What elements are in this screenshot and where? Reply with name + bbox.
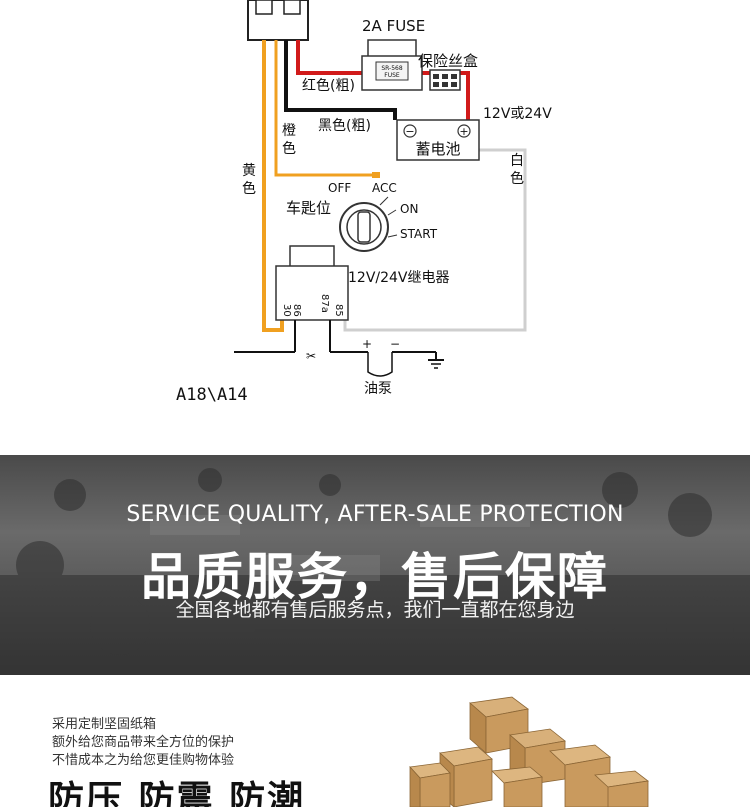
wiring-diagram: SR-568 FUSE 2A FUSE 保险丝盒 红色(粗) 黑色(粗) 橙 色… xyxy=(176,0,553,405)
yellow-wire-label-1: 黄 xyxy=(242,162,256,179)
wiring-diagram-svg: SR-568 FUSE 2A FUSE 保险丝盒 红色(粗) 黑色(粗) 橙 色… xyxy=(176,0,552,405)
relay-pin-30: 30 xyxy=(281,304,292,317)
red-wire-1 xyxy=(296,40,365,75)
black-wire xyxy=(284,40,397,120)
yellow-wire-label-2: 色 xyxy=(242,180,256,197)
service-subtitle: 全国各地都有售后服务点，我们一直都在您身边 xyxy=(175,599,575,621)
red-wire-label: 红色(粗) xyxy=(302,77,355,94)
fuse-rating: 2A FUSE xyxy=(362,17,425,35)
pump-label: 油泵 xyxy=(364,381,392,397)
white-wire xyxy=(343,148,527,332)
battery-voltage: 12V或24V xyxy=(483,106,552,122)
fuse-box xyxy=(429,69,461,91)
battery-neg: − xyxy=(405,125,414,138)
key-start: START xyxy=(400,227,438,241)
service-title-cn: 品质服务，售后保障 xyxy=(141,548,609,606)
black-wire-label: 黑色(粗) xyxy=(318,117,371,134)
relay-pin-86: 86 xyxy=(291,304,302,317)
ignition-label: 车匙位 xyxy=(286,199,331,217)
relay-pin-87a: 87a xyxy=(319,294,330,313)
scissors-icon: ✂ xyxy=(306,349,316,363)
battery-label: 蓄电池 xyxy=(415,140,460,158)
service-banner: SERVICE QUALITY, AFTER-SALE PROTECTION 品… xyxy=(0,455,750,675)
packaging-line-3: 不惜成本之为给您更佳购物体验 xyxy=(52,753,235,768)
yellow-wire xyxy=(262,40,284,332)
key-off: OFF xyxy=(328,181,351,195)
relay: 30 86 87a 85 xyxy=(275,245,349,321)
packaging-line-2: 额外给您商品带来全方位的保护 xyxy=(52,735,235,750)
white-wire-label-2: 色 xyxy=(510,170,524,187)
fuse-part-line2: FUSE xyxy=(384,72,400,79)
orange-wire-label-2: 色 xyxy=(282,140,296,157)
cardboard-boxes-icon xyxy=(409,696,649,807)
relay-label: 12V/24V继电器 xyxy=(348,270,450,286)
orange-wire xyxy=(274,40,380,177)
model-label: A18\A14 xyxy=(176,385,248,405)
orange-wire-label-1: 橙 xyxy=(282,123,296,139)
pump-circuit: ✂ + − 油泵 xyxy=(234,320,444,397)
key-acc: ACC xyxy=(372,181,397,195)
white-wire-label-1: 白 xyxy=(510,153,524,169)
fuse-box-label: 保险丝盒 xyxy=(418,52,478,70)
fuse-holder: SR-568 FUSE xyxy=(361,39,423,91)
red-wire-3 xyxy=(458,71,470,120)
battery-pos: + xyxy=(459,125,468,138)
gps-connector xyxy=(247,0,309,41)
battery: − + 蓄电池 xyxy=(396,119,480,161)
key-on: ON xyxy=(400,202,418,216)
packaging-section: 采用定制坚固纸箱 额外给您商品带来全方位的保护 不惜成本之为给您更佳购物体验 防… xyxy=(0,675,750,807)
call-center-backdrop xyxy=(0,468,750,675)
pump-plus: + xyxy=(362,337,372,351)
fuse-part-line1: SR-568 xyxy=(381,65,403,72)
packaging-tagline: 防压 防震 防潮 xyxy=(48,779,306,807)
relay-pin-85: 85 xyxy=(333,304,344,317)
packaging-line-1: 采用定制坚固纸箱 xyxy=(52,717,157,732)
service-title-en: SERVICE QUALITY, AFTER-SALE PROTECTION xyxy=(126,502,624,527)
ignition-switch xyxy=(339,196,398,252)
pump-minus: − xyxy=(390,337,400,351)
